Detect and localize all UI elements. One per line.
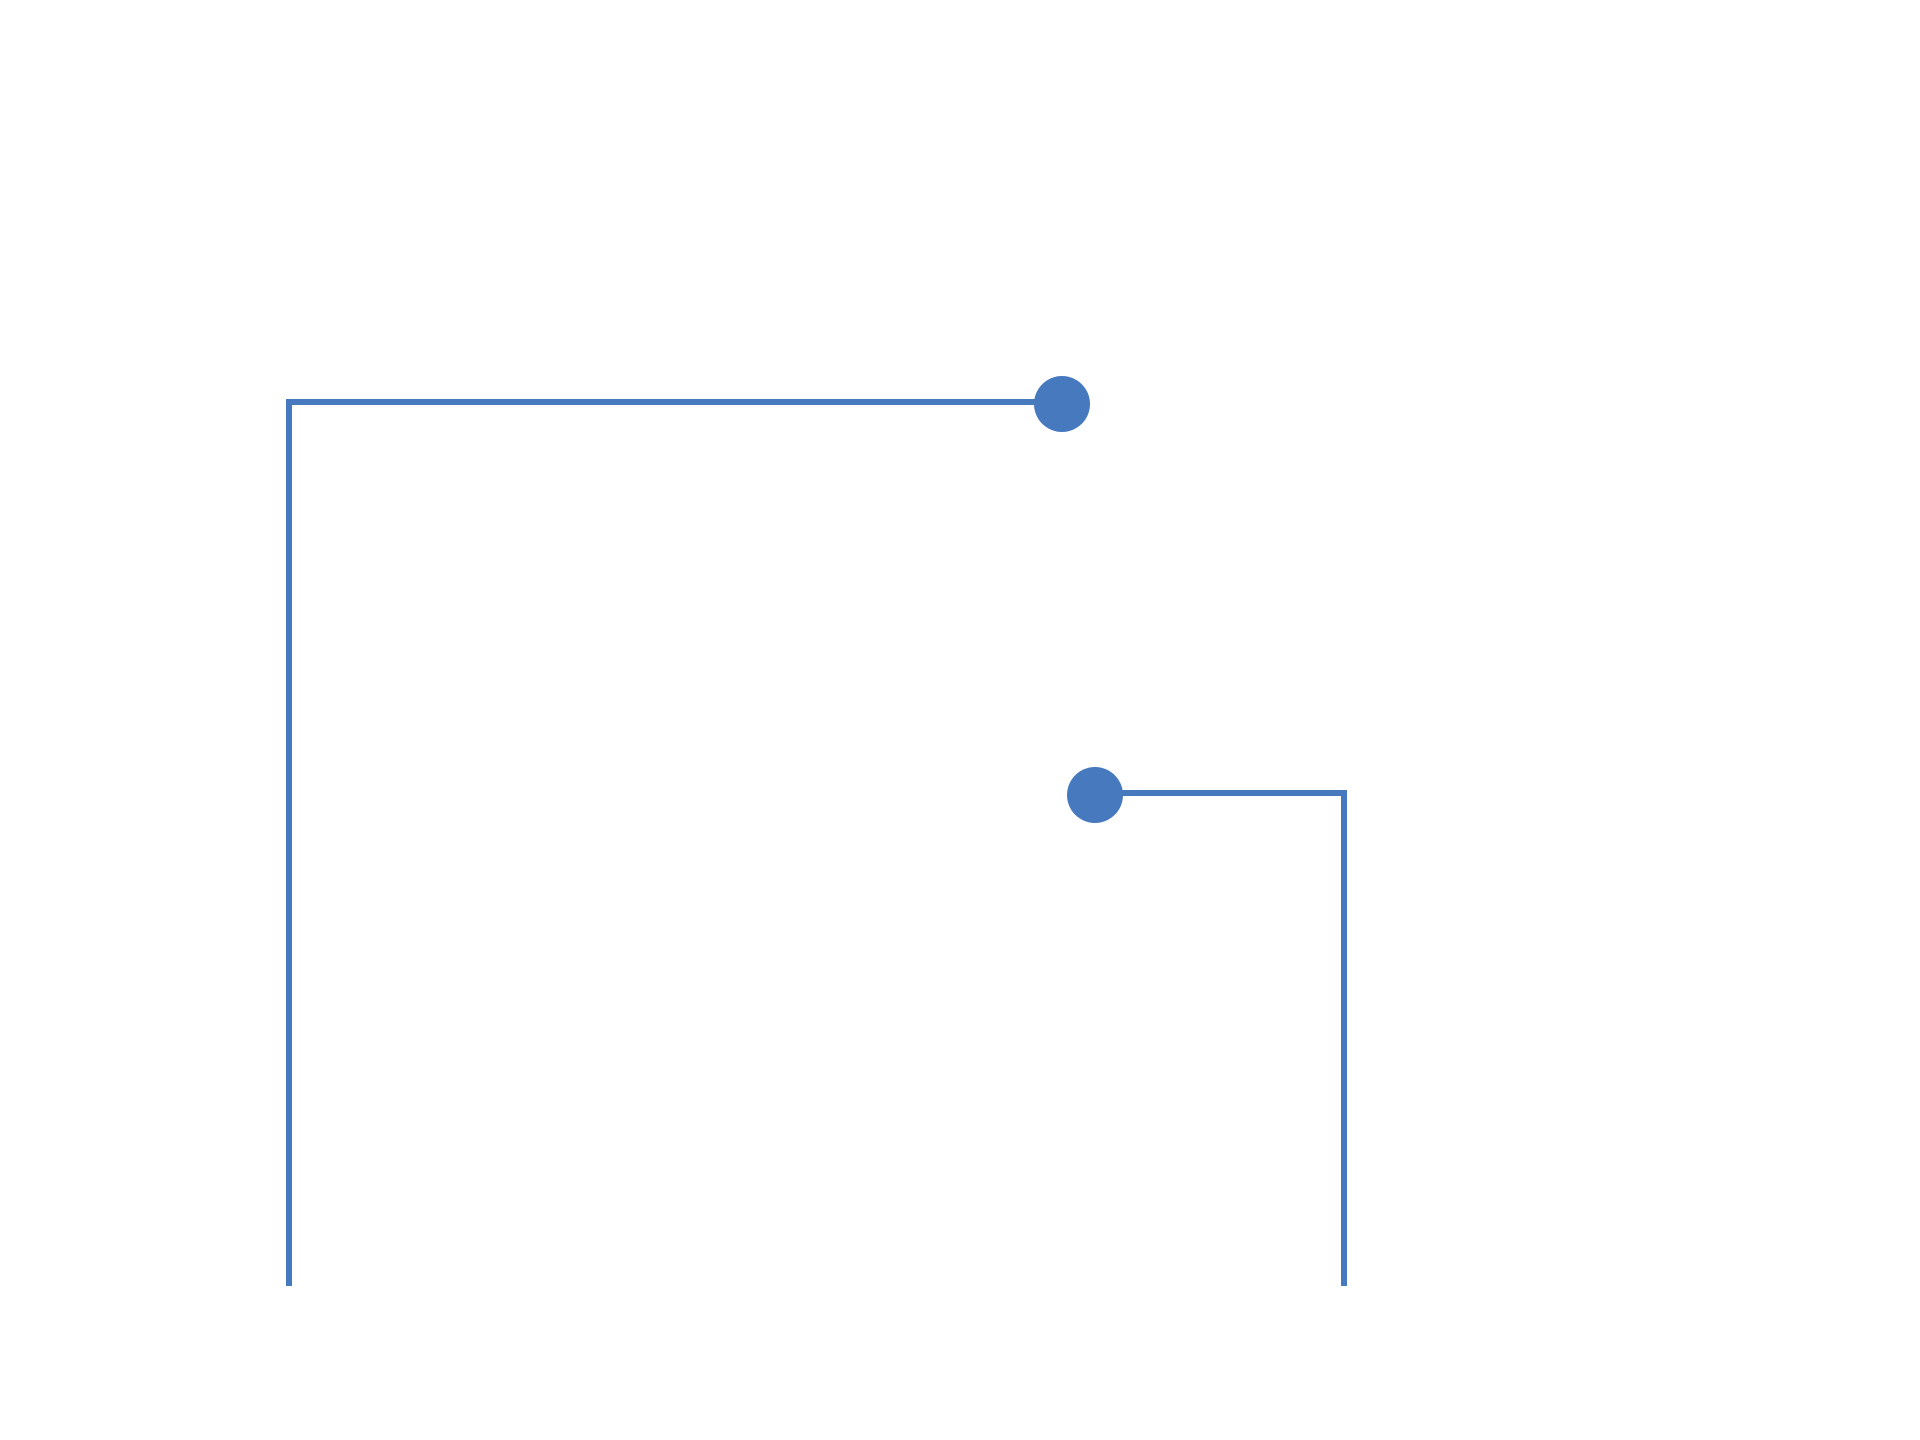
- connector-lower-endpoint-dot[interactable]: [1067, 767, 1123, 823]
- connector-upper[interactable]: [286, 376, 1090, 1286]
- connector-lower[interactable]: [1067, 767, 1347, 1286]
- connector-upper-endpoint-dot[interactable]: [1034, 376, 1090, 432]
- connector-lower-line[interactable]: [1118, 790, 1347, 1286]
- connector-upper-line[interactable]: [286, 399, 1040, 1286]
